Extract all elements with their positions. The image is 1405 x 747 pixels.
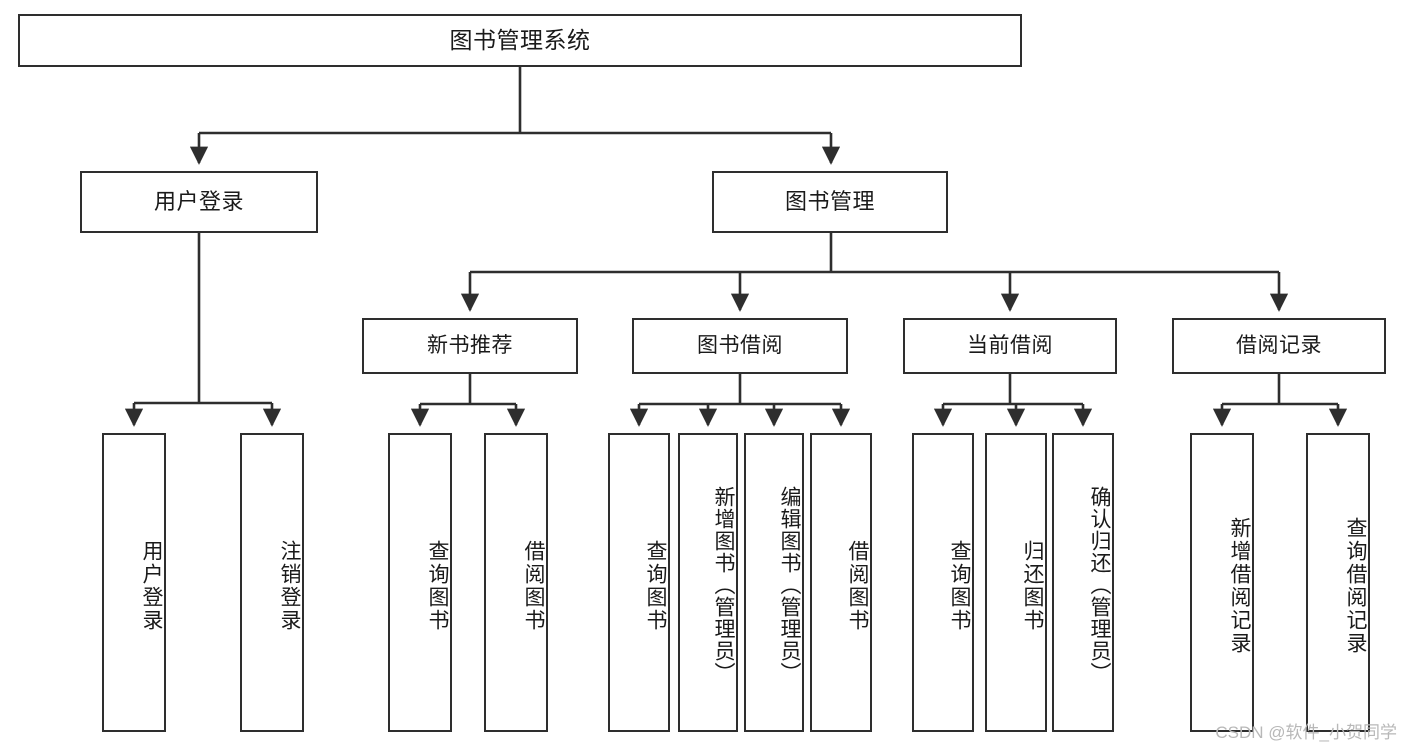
node-borrow-record[interactable]: 借阅记录 (1172, 318, 1386, 374)
node-book-management[interactable]: 图书管理 (712, 171, 948, 233)
node-leaf-add-borrow-record[interactable]: 新增借阅记录 (1190, 433, 1254, 732)
node-user-login-label: 用户登录 (153, 188, 244, 214)
node-leaf-confirm-return-admin-label: 确认归还（管理员） (1088, 485, 1111, 684)
node-leaf-borrow-book-recommend-label: 借阅图书 (522, 539, 545, 632)
node-leaf-query-book-current[interactable]: 查询图书 (912, 433, 974, 732)
node-leaf-query-book-current-label: 查询图书 (948, 539, 971, 632)
node-leaf-return-book[interactable]: 归还图书 (985, 433, 1047, 732)
node-leaf-user-login[interactable]: 用户登录 (102, 433, 166, 732)
node-user-login[interactable]: 用户登录 (80, 171, 318, 233)
node-borrow-record-label: 借阅记录 (1236, 334, 1322, 358)
node-leaf-borrow-book[interactable]: 借阅图书 (810, 433, 872, 732)
node-leaf-logout-login[interactable]: 注销登录 (240, 433, 304, 732)
node-leaf-return-book-label: 归还图书 (1021, 539, 1044, 632)
node-book-borrow-label: 图书借阅 (697, 334, 783, 358)
node-current-borrow[interactable]: 当前借阅 (903, 318, 1117, 374)
node-leaf-logout-login-label: 注销登录 (278, 539, 301, 632)
node-leaf-query-book-borrow-label: 查询图书 (644, 539, 667, 632)
node-leaf-query-book-recommend[interactable]: 查询图书 (388, 433, 452, 732)
node-leaf-user-login-label: 用户登录 (140, 539, 163, 632)
node-root-label: 图书管理系统 (449, 26, 591, 53)
node-leaf-edit-book-admin-label: 编辑图书（管理员） (778, 485, 801, 684)
node-leaf-add-borrow-record-label: 新增借阅记录 (1228, 516, 1251, 655)
node-leaf-add-book-admin[interactable]: 新增图书（管理员） (678, 433, 738, 732)
node-root[interactable]: 图书管理系统 (18, 14, 1022, 67)
node-leaf-edit-book-admin[interactable]: 编辑图书（管理员） (744, 433, 804, 732)
node-leaf-query-book-recommend-label: 查询图书 (426, 539, 449, 632)
node-leaf-query-book-borrow[interactable]: 查询图书 (608, 433, 670, 732)
node-leaf-query-borrow-record[interactable]: 查询借阅记录 (1306, 433, 1370, 732)
node-current-borrow-label: 当前借阅 (967, 334, 1053, 358)
node-leaf-borrow-book-recommend[interactable]: 借阅图书 (484, 433, 548, 732)
node-leaf-borrow-book-label: 借阅图书 (846, 539, 869, 632)
node-book-borrow[interactable]: 图书借阅 (632, 318, 848, 374)
node-leaf-confirm-return-admin[interactable]: 确认归还（管理员） (1052, 433, 1114, 732)
node-leaf-query-borrow-record-label: 查询借阅记录 (1344, 516, 1367, 655)
csdn-watermark: CSDN @软件_小贺同学 (1215, 723, 1397, 742)
node-new-book-recommend-label: 新书推荐 (427, 334, 513, 358)
node-new-book-recommend[interactable]: 新书推荐 (362, 318, 578, 374)
node-leaf-add-book-admin-label: 新增图书（管理员） (712, 485, 735, 684)
node-book-management-label: 图书管理 (784, 188, 875, 214)
